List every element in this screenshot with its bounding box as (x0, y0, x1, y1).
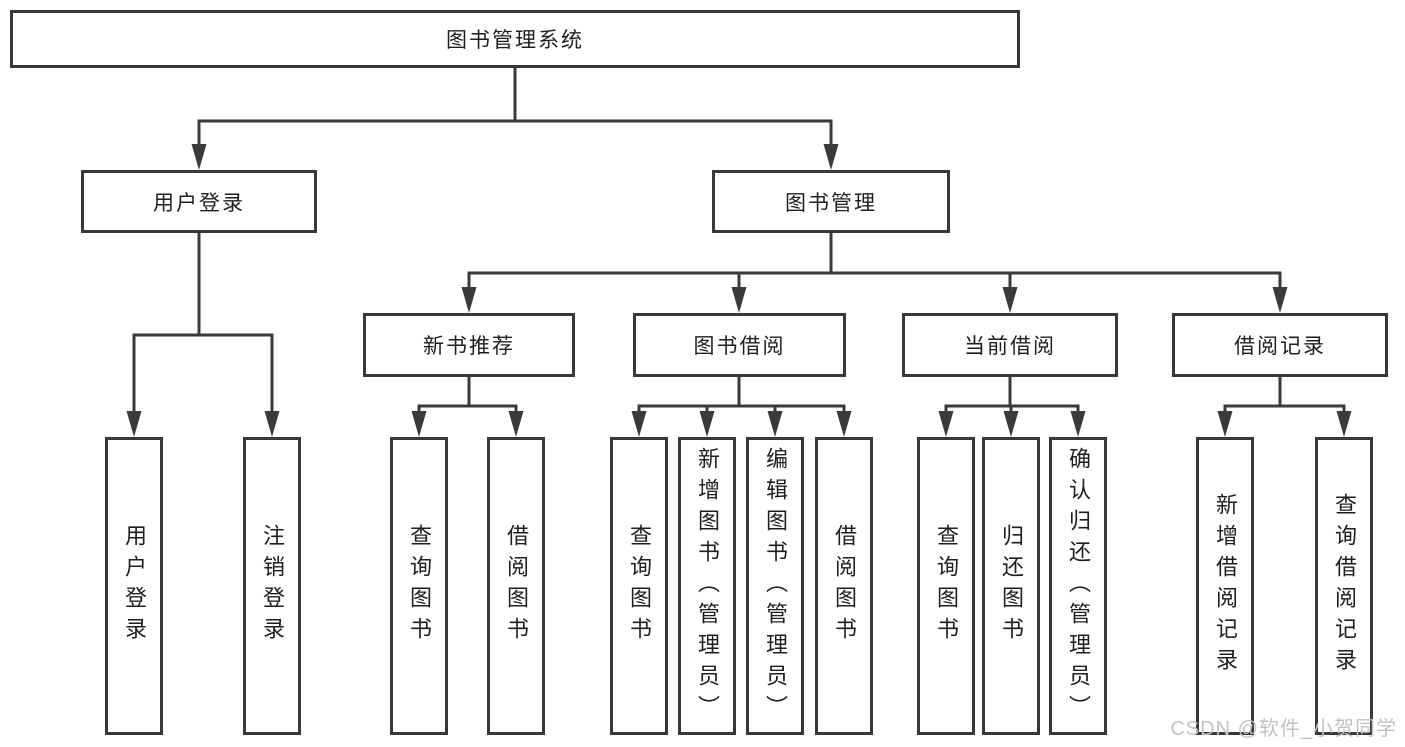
leaf-query-books-1: 查询图书 (390, 437, 448, 735)
arrowhead (508, 411, 524, 437)
node-borrow-records: 借阅记录 (1172, 313, 1388, 377)
arrowhead (699, 411, 715, 437)
leaf-return-book: 归还图书 (982, 437, 1040, 735)
arrowhead (1272, 287, 1288, 313)
arrowhead (938, 411, 954, 437)
arrowhead (767, 411, 783, 437)
leaf-logout: 注销登录 (243, 437, 301, 735)
connector-book-borrow-children (637, 377, 846, 414)
leaf-edit-book-admin: 编辑图书（管理员） (746, 437, 804, 735)
arrowhead (461, 287, 477, 313)
arrowheads (126, 144, 1352, 437)
arrowhead (731, 287, 747, 313)
leaf-query-books-2: 查询图书 (610, 437, 668, 735)
connector-book-mgmt-to-level3 (467, 233, 1282, 292)
arrowhead (264, 411, 280, 437)
connector-current-borrow-children (944, 377, 1080, 414)
leaf-query-books-3: 查询图书 (917, 437, 975, 735)
arrowhead (411, 411, 427, 437)
arrowhead (126, 411, 142, 437)
connector-new-books-children (417, 377, 518, 414)
arrowhead (1217, 411, 1233, 437)
leaf-confirm-return-admin: 确认归还（管理员） (1049, 437, 1107, 735)
node-book-mgmt: 图书管理 (712, 170, 950, 233)
node-book-borrow: 图书借阅 (633, 313, 846, 377)
leaf-borrow-books-1: 借阅图书 (487, 437, 545, 735)
leaf-add-borrow-record: 新增借阅记录 (1196, 437, 1254, 735)
arrowhead (823, 144, 839, 170)
csdn-watermark: CSDN @软件_小贺同学 (1170, 718, 1397, 740)
arrowhead (1002, 287, 1018, 313)
node-user-login: 用户登录 (81, 170, 317, 233)
leaf-user-login: 用户登录 (105, 437, 163, 735)
node-root: 图书管理系统 (10, 10, 1020, 68)
connector-root-to-level2 (197, 68, 833, 150)
connector-borrow-records-children (1223, 377, 1346, 414)
arrowhead (1070, 411, 1086, 437)
node-current-borrow: 当前借阅 (902, 313, 1118, 377)
arrowhead (631, 411, 647, 437)
arrowhead (1336, 411, 1352, 437)
arrowhead (836, 411, 852, 437)
leaf-query-borrow-record: 查询借阅记录 (1315, 437, 1373, 735)
leaf-borrow-books-2: 借阅图书 (815, 437, 873, 735)
leaf-add-book-admin: 新增图书（管理员） (678, 437, 736, 735)
arrowhead (1003, 411, 1019, 437)
node-new-books: 新书推荐 (363, 313, 575, 377)
arrowhead (191, 144, 207, 170)
connector-user-login-children (132, 233, 274, 414)
